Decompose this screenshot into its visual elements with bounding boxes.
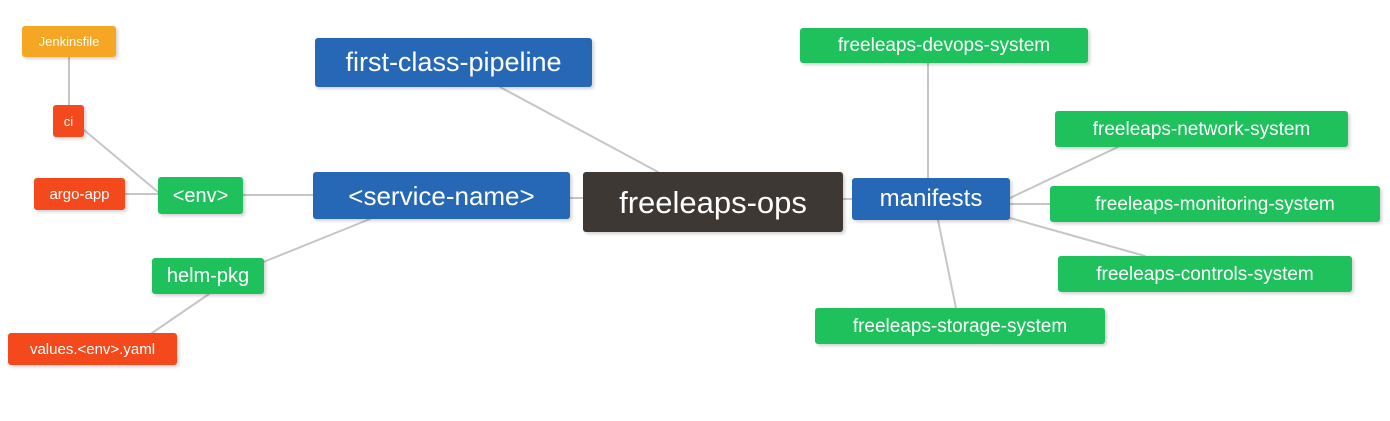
node-label: freeleaps-devops-system xyxy=(837,35,1051,56)
edge-manifests-to-controls-system xyxy=(1009,217,1146,257)
node-label: ci xyxy=(63,113,74,129)
node-label: freeleaps-monitoring-system xyxy=(1095,193,1335,215)
node-label: freeleaps-network-system xyxy=(1092,118,1311,140)
node-storage-system[interactable]: freeleaps-storage-system xyxy=(815,308,1105,344)
edge-first-class-pipeline-to-freeleaps-ops xyxy=(499,86,659,173)
edge-values-yaml-to-helm-pkg xyxy=(151,293,210,334)
edge-helm-pkg-to-service-name xyxy=(255,218,371,266)
node-monitoring-system[interactable]: freeleaps-monitoring-system xyxy=(1050,186,1380,222)
node-ci[interactable]: ci xyxy=(53,105,84,137)
node-label: freeleaps-ops xyxy=(619,184,807,220)
node-label: first-class-pipeline xyxy=(345,47,562,77)
node-controls-system[interactable]: freeleaps-controls-system xyxy=(1058,256,1352,292)
node-manifests[interactable]: manifests xyxy=(852,178,1010,220)
node-label: freeleaps-controls-system xyxy=(1096,263,1314,285)
node-label: manifests xyxy=(879,185,983,212)
node-network-system[interactable]: freeleaps-network-system xyxy=(1055,111,1348,147)
node-jenkinsfile[interactable]: Jenkinsfile xyxy=(22,26,116,57)
node-label: Jenkinsfile xyxy=(38,34,100,49)
node-label: freeleaps-storage-system xyxy=(852,315,1068,337)
node-first-class-pipeline[interactable]: first-class-pipeline xyxy=(315,38,592,87)
node-label: values.<env>.yaml xyxy=(29,340,156,358)
node-helm-pkg[interactable]: helm-pkg xyxy=(152,258,264,294)
node-devops-system[interactable]: freeleaps-devops-system xyxy=(800,28,1088,63)
node-label: helm-pkg xyxy=(166,265,250,287)
node-env[interactable]: <env> xyxy=(158,177,243,214)
node-label: <service-name> xyxy=(348,180,535,211)
edge-manifests-to-storage-system xyxy=(937,219,957,309)
node-freeleaps-ops[interactable]: freeleaps-ops xyxy=(583,172,843,232)
node-service-name[interactable]: <service-name> xyxy=(313,172,570,219)
node-label: <env> xyxy=(172,184,229,207)
node-values-yaml[interactable]: values.<env>.yaml xyxy=(8,333,177,365)
node-label: argo-app xyxy=(49,185,110,203)
node-argo-app[interactable]: argo-app xyxy=(34,178,125,210)
